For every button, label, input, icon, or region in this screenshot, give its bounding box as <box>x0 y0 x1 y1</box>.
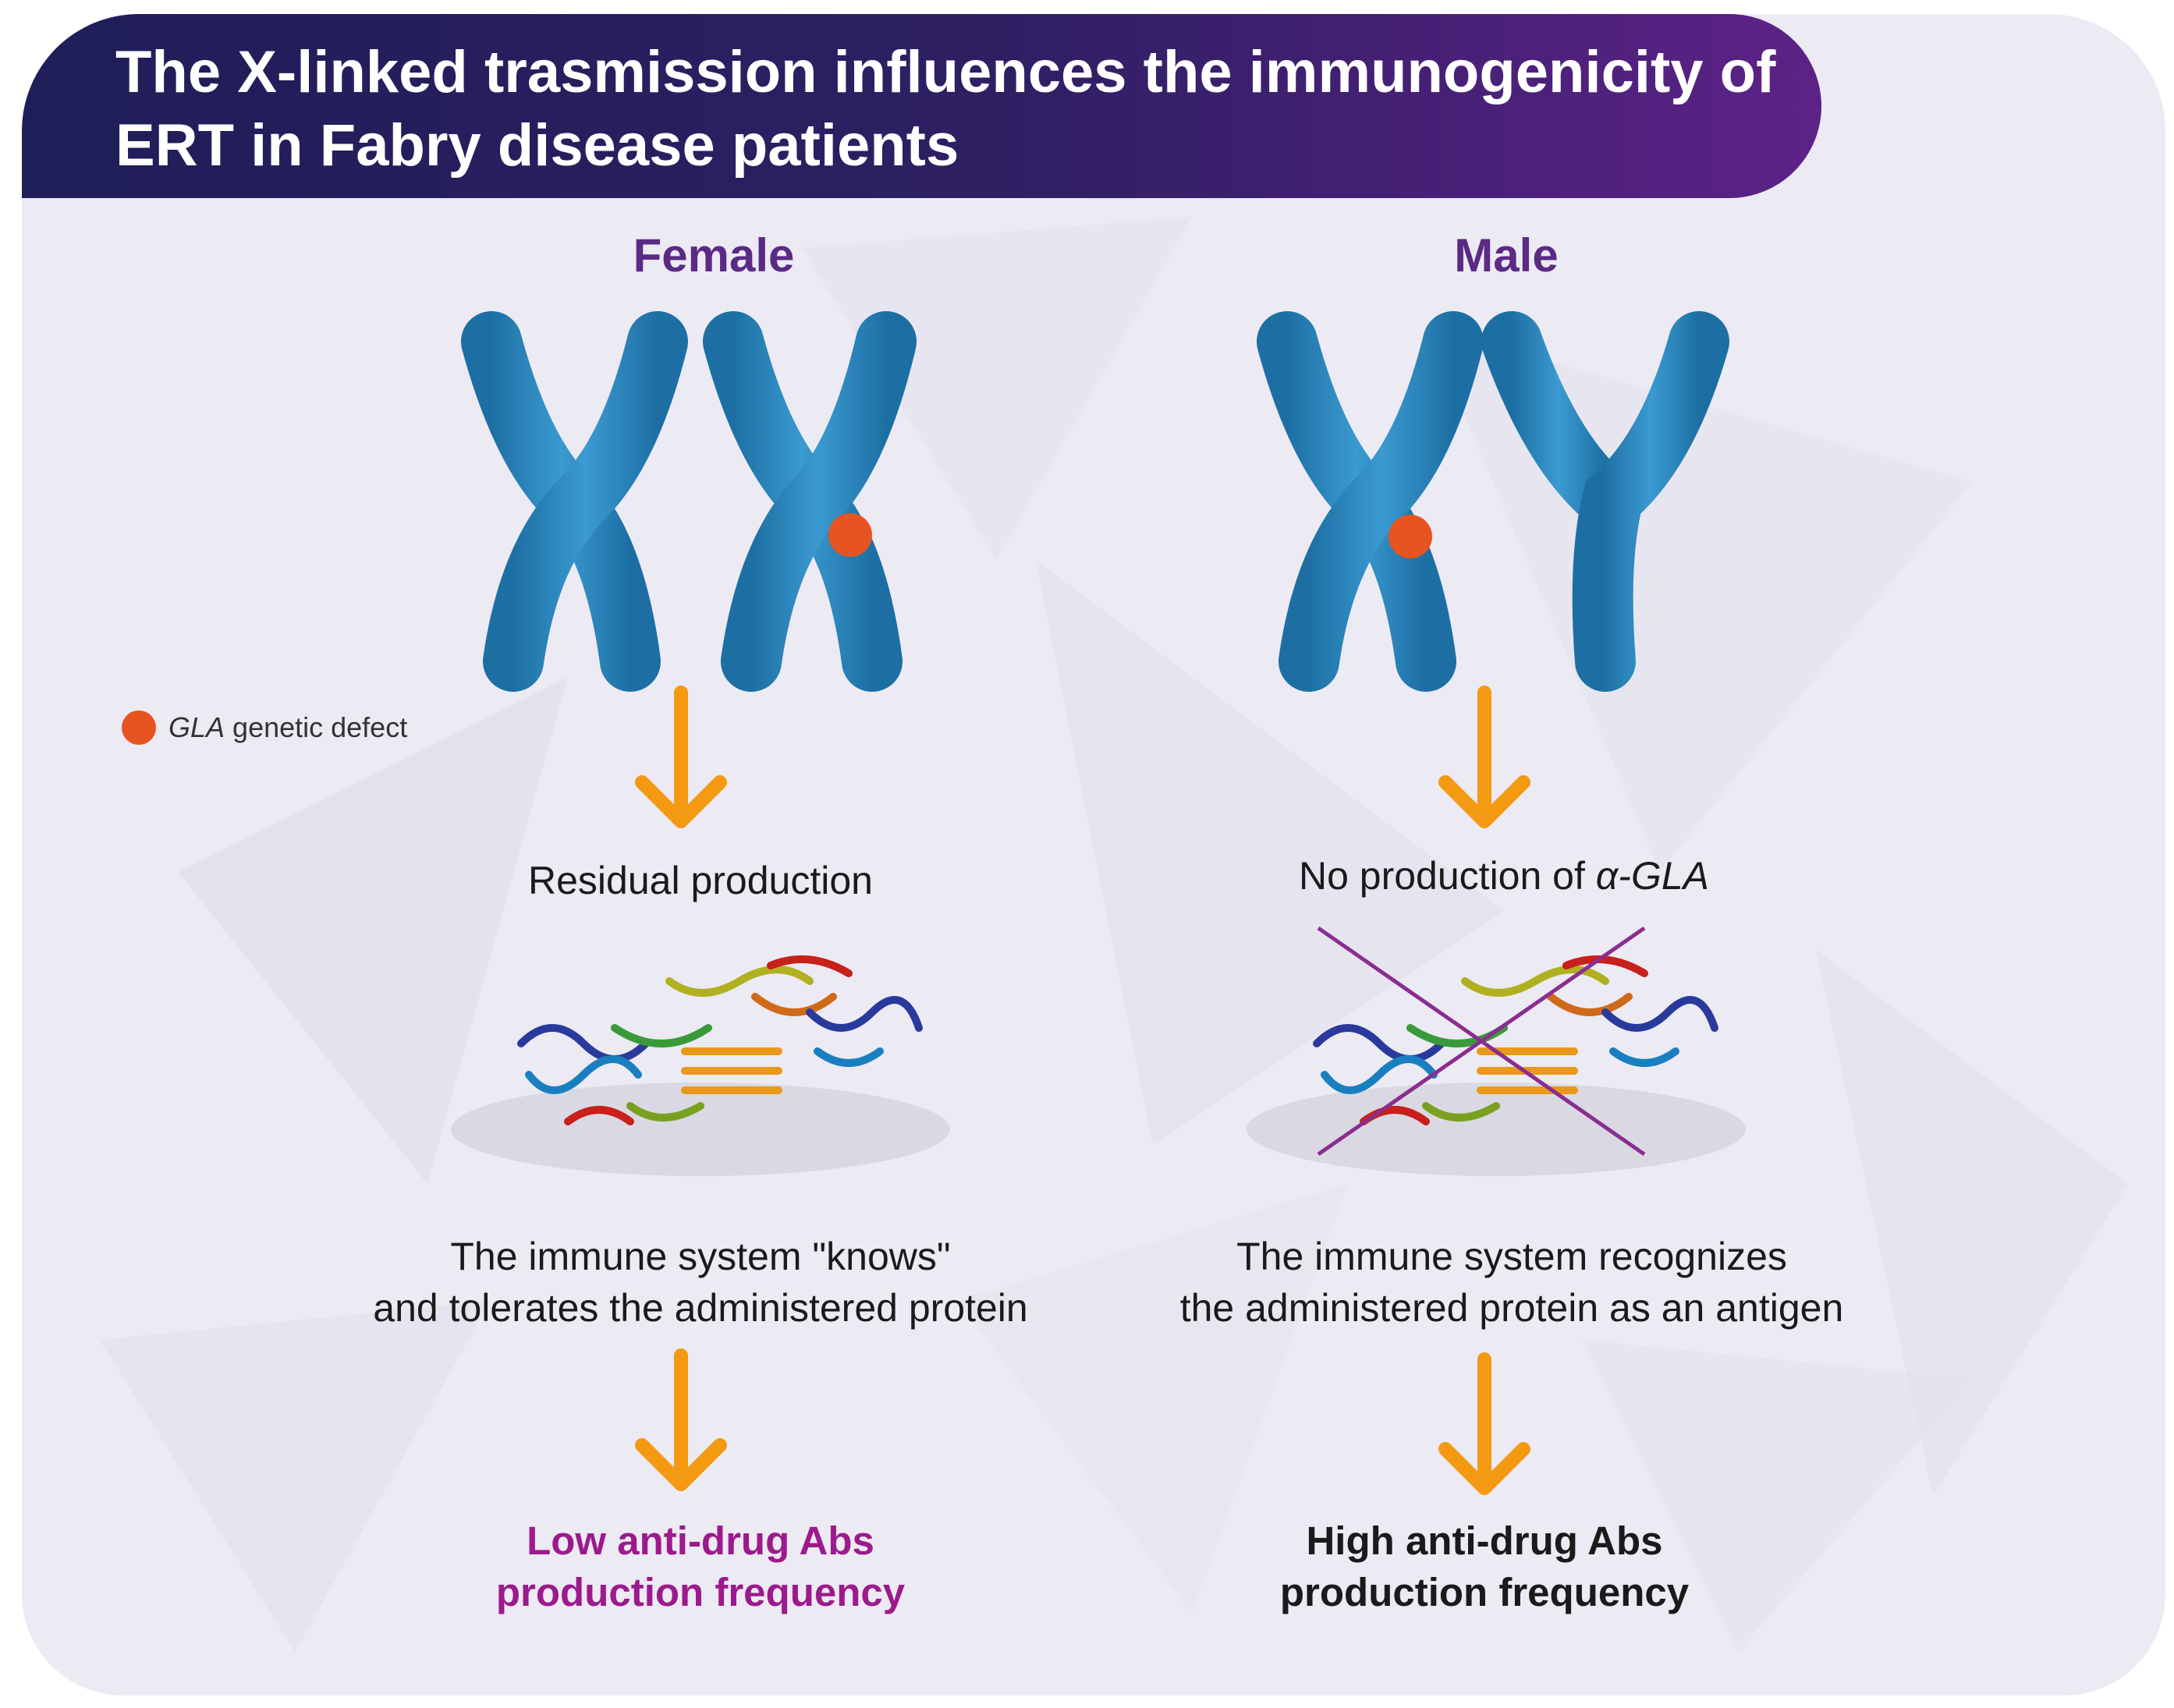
male-chromosome-y <box>1481 311 1729 692</box>
cross-out-icon <box>1317 926 1646 1157</box>
male-chromosome-x <box>1257 311 1484 692</box>
down-arrow-icon <box>635 1348 727 1491</box>
legend-text: genetic defect <box>225 711 408 743</box>
female-defect-dot <box>828 513 872 557</box>
female-label: Female <box>633 229 795 282</box>
male-result: High anti-drug Abs production frequency <box>1279 1518 1690 1614</box>
female-production: Residual production <box>528 859 873 902</box>
down-arrow-icon <box>1438 686 1530 828</box>
male-protein-structure <box>1247 955 1746 1176</box>
diagram-graphics <box>451 311 1746 1495</box>
female-result: Low anti-drug Abs production frequency <box>495 1518 906 1614</box>
male-production: No production of α-GLA <box>1298 854 1709 898</box>
female-immune-text: The immune system "knows" and tolerates … <box>373 1235 1028 1330</box>
legend: GLA genetic defect <box>122 708 407 747</box>
title-banner: The X-linked trasmission influences the … <box>22 14 1821 198</box>
down-arrow-icon <box>1438 1352 1530 1495</box>
female-chromosome-x2 <box>703 311 917 692</box>
male-immune-text: The immune system recognizes the adminis… <box>1179 1235 1844 1330</box>
female-protein-structure <box>451 955 950 1176</box>
down-arrow-icon <box>635 686 727 828</box>
page-title: The X-linked trasmission influences the … <box>115 39 1776 179</box>
male-label: Male <box>1454 229 1559 282</box>
defect-dot-icon <box>122 710 156 745</box>
infographic-card: The X-linked trasmission influences the … <box>22 14 2165 1696</box>
female-chromosome-x1 <box>461 311 688 692</box>
male-defect-dot <box>1388 515 1432 558</box>
legend-gene: GLA <box>168 711 225 743</box>
